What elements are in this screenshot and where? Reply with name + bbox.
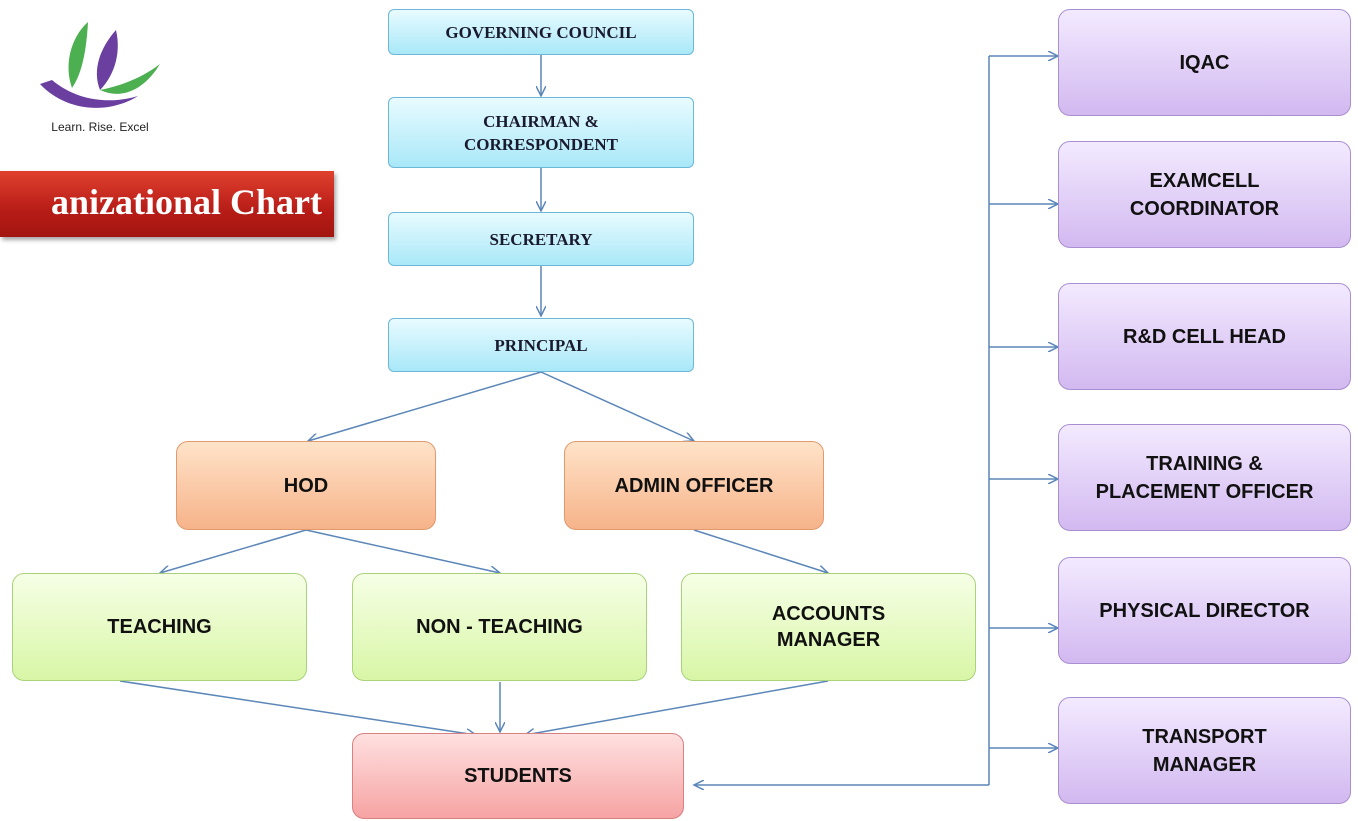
chart-title-banner: anizational Chart	[0, 171, 334, 237]
transport-manager-box: TRANSPORT MANAGER	[1058, 697, 1351, 804]
training-placement-officer-box: TRAINING & PLACEMENT OFFICER	[1058, 424, 1351, 531]
leaf-logo-icon	[40, 22, 160, 108]
arrow-principal-admin	[540, 371, 694, 441]
rd-cell-head-box: R&D CELL HEAD	[1058, 283, 1351, 390]
arrow-accounts-students	[525, 680, 829, 735]
arrow-teaching-students	[119, 680, 476, 735]
logo-tagline: Learn. Rise. Excel	[51, 120, 149, 134]
iqac-box: IQAC	[1058, 9, 1351, 116]
examcell-coordinator-box: EXAMCELL COORDINATOR	[1058, 141, 1351, 248]
students-box: STUDENTS	[352, 733, 684, 819]
chart-title: anizational Chart	[50, 182, 322, 222]
physical-director-box: PHYSICAL DIRECTOR	[1058, 557, 1351, 664]
governing-council-box: GOVERNING COUNCIL	[388, 9, 694, 55]
hod-box: HOD	[176, 441, 436, 530]
non-teaching-box: NON - TEACHING	[352, 573, 647, 681]
arrow-admin-accounts	[693, 529, 828, 573]
accounts-manager-box: ACCOUNTS MANAGER	[681, 573, 976, 681]
secretary-box: SECRETARY	[388, 212, 694, 266]
chairman-correspondent-box: CHAIRMAN & CORRESPONDENT	[388, 97, 694, 168]
principal-box: PRINCIPAL	[388, 318, 694, 372]
arrow-hod-teaching	[160, 529, 307, 573]
admin-officer-box: ADMIN OFFICER	[564, 441, 824, 530]
arrow-hod-nonteaching	[305, 529, 500, 573]
teaching-box: TEACHING	[12, 573, 307, 681]
arrow-principal-hod	[308, 371, 542, 441]
